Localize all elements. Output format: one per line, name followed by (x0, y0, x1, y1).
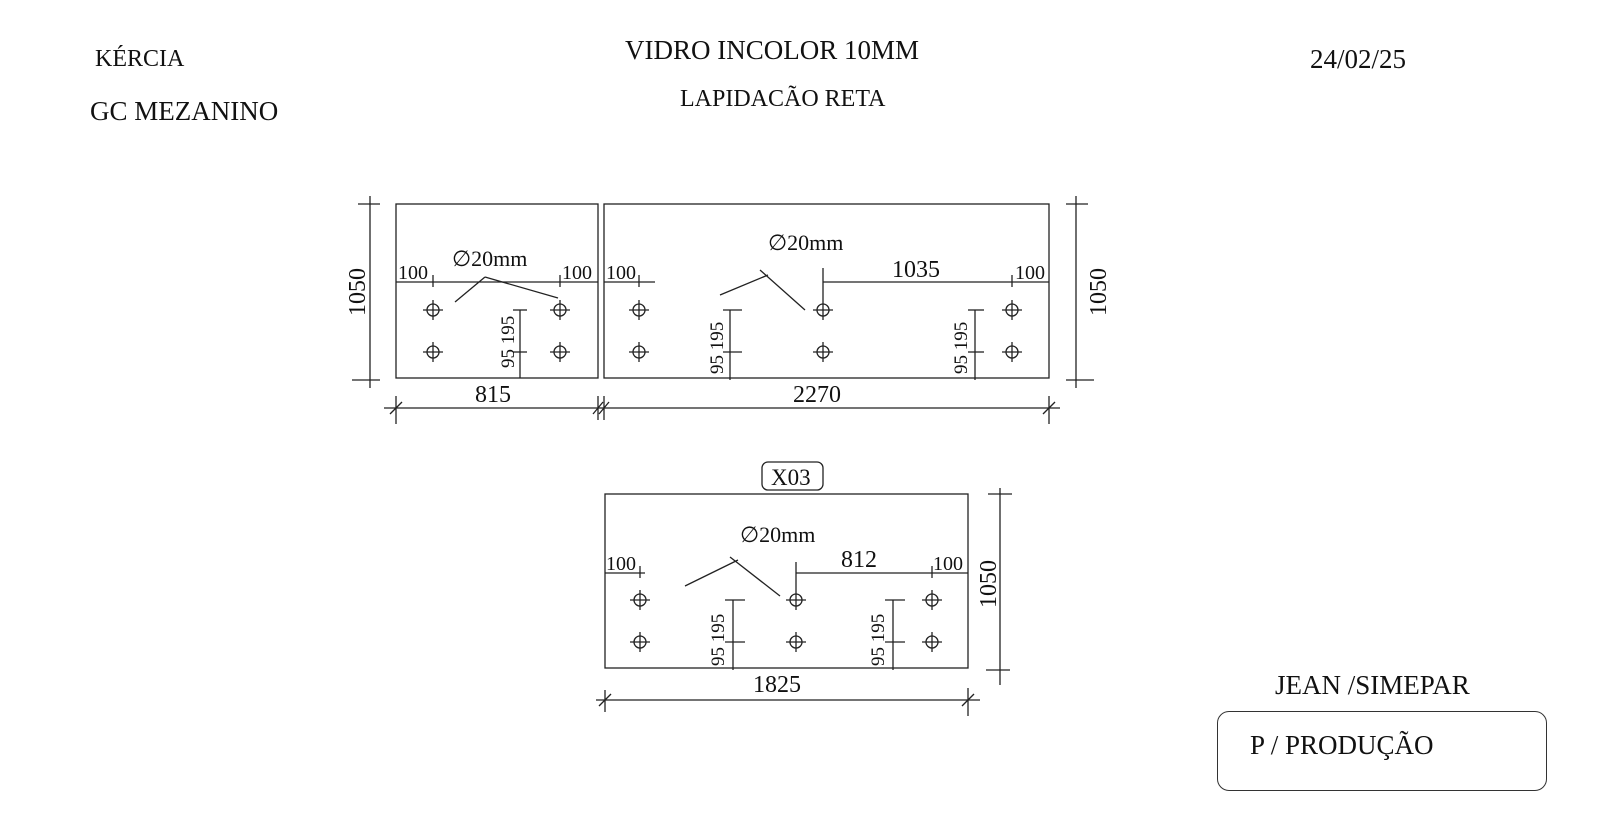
panel-b-hole-diameter: ∅20mm (768, 230, 843, 255)
panel-a-hole-diameter: ∅20mm (452, 246, 527, 271)
hole-marker (1002, 342, 1022, 362)
material-spec: VIDRO INCOLOR 10MM (625, 35, 920, 65)
panel-b-outline (603, 203, 1050, 379)
panel-b-height: 1050 (1086, 268, 1112, 316)
production-note: P / PRODUÇÃO (1250, 730, 1434, 760)
hole-marker (630, 632, 650, 652)
bottom-panel-hole-spacing: 812 (841, 547, 877, 573)
hole-marker (550, 300, 570, 320)
bottom-panel-edge-left: 100 (606, 553, 636, 575)
bottom-panel-outline (604, 493, 969, 669)
hole-marker (629, 300, 649, 320)
panel-b-hole-spacing: 1035 (892, 257, 940, 283)
hole-marker (629, 342, 649, 362)
panel-a-width: 815 (475, 382, 511, 408)
bottom-panel-hole-offsets-2: 95 195 (868, 614, 889, 666)
panel-tag: X03 (771, 465, 811, 490)
panel-tag-box (761, 461, 824, 491)
hole-marker (423, 342, 443, 362)
hole-marker (550, 342, 570, 362)
hole-marker (630, 590, 650, 610)
hole-marker (922, 632, 942, 652)
customer-label: JEAN /SIMEPAR (1275, 670, 1470, 700)
hole-marker (922, 590, 942, 610)
panel-b-edge-left: 100 (606, 262, 636, 284)
bottom-panel-width: 1825 (753, 672, 801, 698)
panel-a-edge-right: 100 (562, 262, 592, 284)
drawing-date: 24/02/25 (1310, 44, 1407, 74)
bottom-panel-edge-right: 100 (933, 553, 963, 575)
bottom-panel-hole-offsets-1: 95 195 (708, 614, 729, 666)
hole-marker (786, 590, 806, 610)
panel-a-height: 1050 (345, 268, 371, 316)
panel-b-hole-offsets-1: 95 195 (707, 322, 728, 374)
hole-markers (423, 300, 1022, 652)
panel-b-hole-offsets-2: 95 195 (951, 322, 972, 374)
panel-a-edge-left: 100 (398, 262, 428, 284)
production-note-box: P / PRODUÇÃO (1217, 711, 1547, 791)
panel-b-width: 2270 (793, 382, 841, 408)
client-name: KÉRCIA (95, 46, 185, 72)
hole-marker (813, 342, 833, 362)
panel-b-edge-right: 100 (1015, 262, 1045, 284)
edge-finish: LAPIDACÃO RETA (680, 86, 886, 112)
hole-marker (786, 632, 806, 652)
project-name: GC MEZANINO (90, 96, 279, 126)
panel-a-outline (395, 203, 599, 379)
panel-a-hole-offsets: 95 195 (498, 316, 519, 368)
hole-marker (423, 300, 443, 320)
bottom-panel-height: 1050 (976, 560, 1002, 608)
hole-marker (813, 300, 833, 320)
bottom-panel-hole-diameter: ∅20mm (740, 522, 815, 547)
hole-marker (1002, 300, 1022, 320)
